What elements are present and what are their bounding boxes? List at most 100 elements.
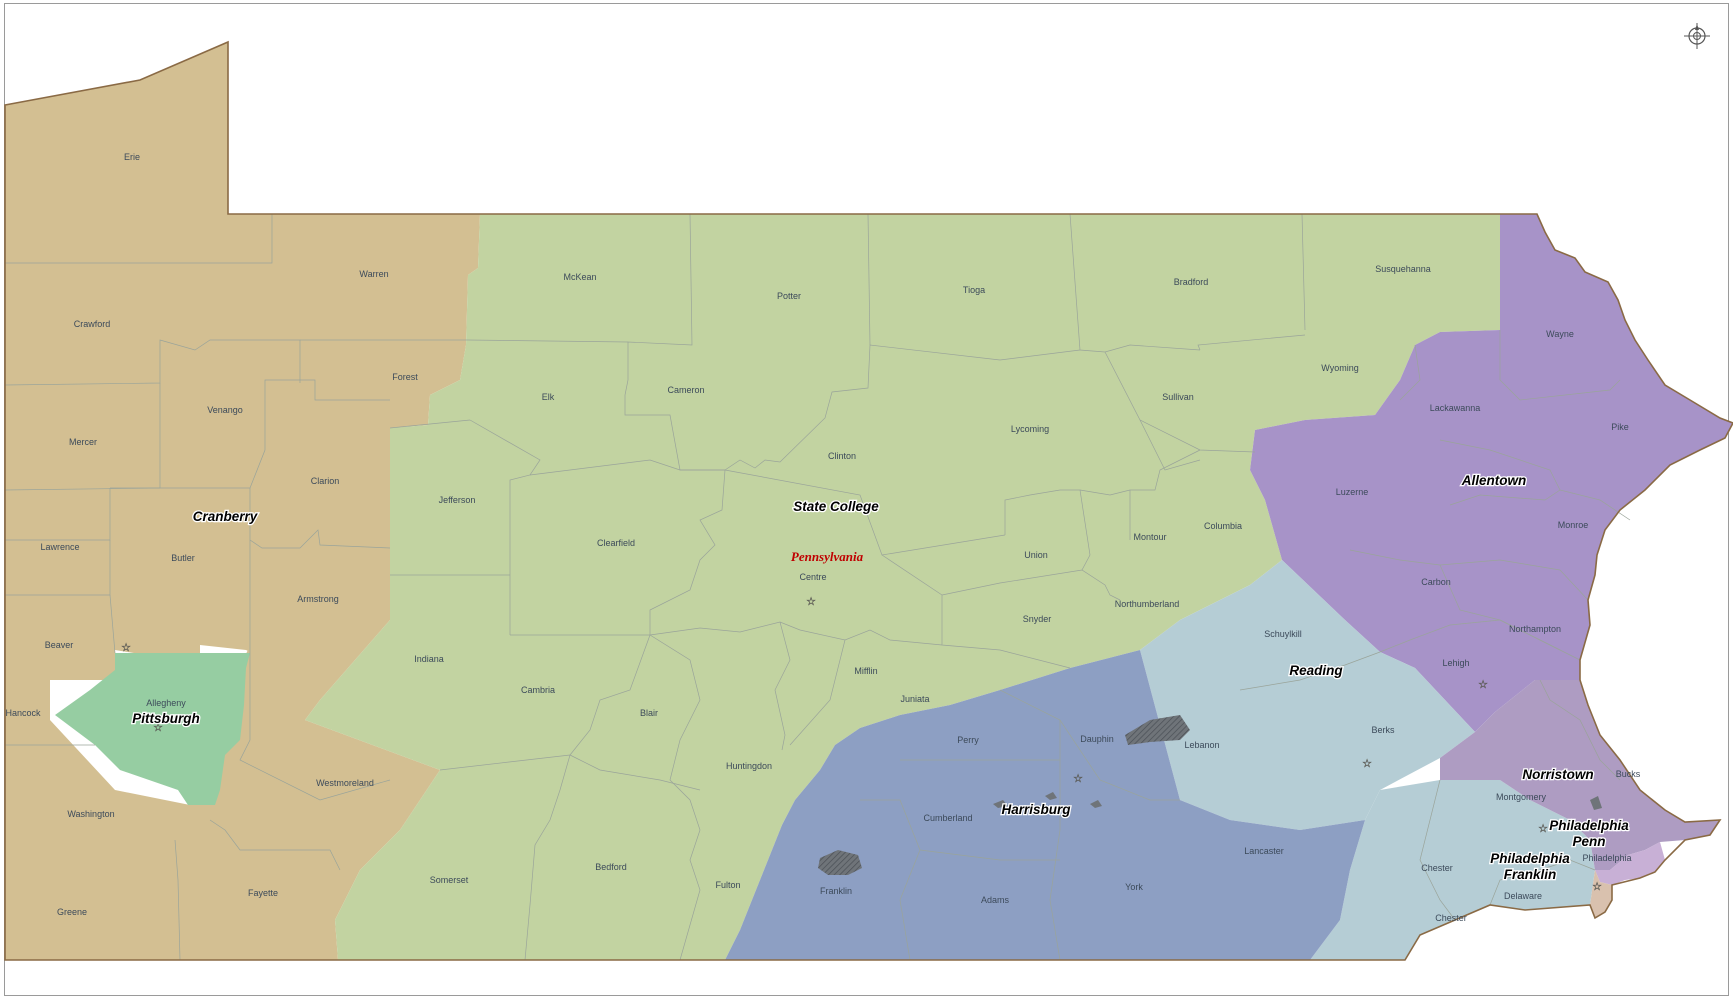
county-label: York [1125,882,1143,892]
region-label-cranberry: Cranberry [193,509,259,524]
county-label: Forest [392,372,418,382]
hatched-area-dauphin [1125,715,1190,745]
county-label: Erie [124,152,140,162]
region-label-state-college: State College [793,499,879,514]
hatched-area-small-4 [1590,796,1602,810]
county-label: Elk [542,392,555,402]
region-reading-southeast[interactable] [1310,780,1595,960]
state-label: Pennsylvania [791,549,864,564]
region-pittsburgh[interactable] [55,653,250,805]
county-label: Lebanon [1184,740,1219,750]
county-label: Somerset [430,875,469,885]
county-label: Lackawanna [1430,403,1481,413]
star-icon[interactable]: ☆ [806,596,816,608]
county-label: Philadelphia [1582,853,1631,863]
region-label-norristown: Norristown [1522,767,1593,782]
county-label: Mifflin [854,666,877,676]
county-label: Lehigh [1442,658,1469,668]
county-label: Luzerne [1336,487,1369,497]
region-label-harrisburg: Harrisburg [1001,802,1071,817]
county-label: Sullivan [1162,392,1194,402]
region-harrisburg[interactable] [725,650,1365,960]
county-labels: Erie Warren Crawford Forest Venango Merc… [5,152,1640,923]
county-label: Allegheny [146,698,186,708]
county-label: Chester [1435,913,1467,923]
region-label-pittsburgh: Pittsburgh [132,711,200,726]
county-label: Westmoreland [316,778,374,788]
county-label: Fulton [715,880,740,890]
county-label: Washington [67,809,114,819]
county-label: Tioga [963,285,985,295]
region-label-philadelphia-franklin: Philadelphia [1490,851,1570,866]
county-label: Cambria [521,685,555,695]
county-label: Blair [640,708,658,718]
county-label: Warren [359,269,388,279]
star-icon[interactable]: ☆ [121,642,131,654]
star-icon[interactable]: ☆ [1073,773,1083,785]
county-label: Potter [777,291,801,301]
county-label: Greene [57,907,87,917]
county-label: Butler [171,553,195,563]
county-label: Susquehanna [1375,264,1431,274]
county-label: Chester [1421,863,1453,873]
state-outline [4,40,1733,961]
county-label: Clinton [828,451,856,461]
star-icon[interactable]: ☆ [1362,758,1372,770]
county-label: Franklin [820,886,852,896]
county-label: Clarion [311,476,340,486]
star-icon[interactable]: ☆ [1592,881,1602,893]
county-label: Mercer [69,437,97,447]
county-label: Schuylkill [1264,629,1302,639]
county-label: Dauphin [1080,734,1114,744]
county-label: Bradford [1174,277,1209,287]
county-label: Montour [1133,532,1166,542]
county-label: Adams [981,895,1010,905]
county-boundaries [4,213,1631,961]
region-cranberry-south[interactable] [5,680,440,960]
compass-icon[interactable] [1682,21,1712,51]
county-label: Monroe [1558,520,1589,530]
county-label: Jefferson [439,495,476,505]
county-label: Cameron [667,385,704,395]
county-label: Delaware [1504,891,1542,901]
county-label: Snyder [1023,614,1052,624]
county-label: Montgomery [1496,792,1547,802]
county-label: Union [1024,550,1048,560]
hatched-area-small-1 [993,800,1008,808]
region-reading[interactable] [1140,560,1475,830]
office-markers: ☆ ☆ ☆ ☆ ☆ ☆ ☆ ☆ [121,596,1602,893]
region-label-philadelphia-penn-sub: Penn [1572,834,1605,849]
region-label-philadelphia-penn: Philadelphia [1549,818,1629,833]
county-label: Berks [1371,725,1395,735]
star-icon[interactable]: ☆ [153,722,163,734]
region-norristown[interactable] [1440,680,1720,870]
region-allentown[interactable] [1250,214,1733,732]
county-label: Northampton [1509,624,1561,634]
county-label: Lawrence [40,542,79,552]
county-label: Indiana [414,654,444,664]
region-label-philadelphia-franklin-sub: Franklin [1504,867,1557,882]
region-cranberry[interactable] [5,42,480,720]
county-label: McKean [563,272,596,282]
county-label: Centre [799,572,826,582]
county-label: Perry [957,735,979,745]
county-label: Beaver [45,640,74,650]
county-label: Hancock [5,708,41,718]
star-icon[interactable]: ☆ [1478,679,1488,691]
county-label: Clearfield [597,538,635,548]
county-label: Bedford [595,862,627,872]
region-state-college[interactable] [305,214,1500,960]
region-philadelphia-franklin[interactable] [1590,870,1612,918]
county-label: Armstrong [297,594,339,604]
star-icon[interactable]: ☆ [1538,823,1548,835]
hatched-area-small-2 [1045,792,1057,800]
region-labels: Cranberry Pittsburgh State College Allen… [131,472,1631,884]
county-label: Venango [207,405,243,415]
county-label: Pike [1611,422,1629,432]
region-label-allentown: Allentown [1461,473,1527,488]
county-label: Cumberland [923,813,972,823]
county-label: Lancaster [1244,846,1284,856]
county-label: Carbon [1421,577,1451,587]
county-label: Fayette [248,888,278,898]
